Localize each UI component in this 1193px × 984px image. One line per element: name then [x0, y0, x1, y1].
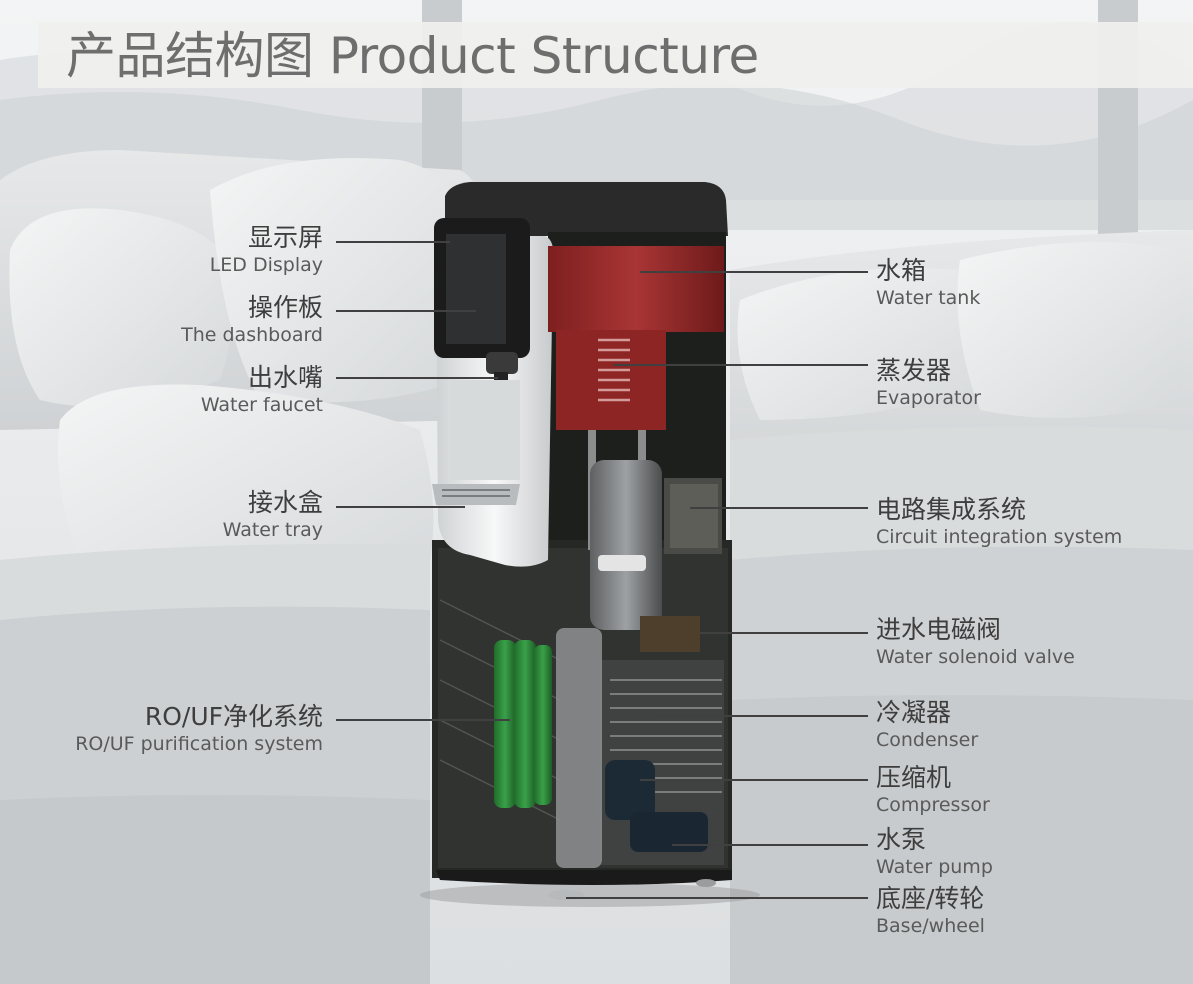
label-water-tank-zh: 水箱 — [876, 256, 927, 285]
label-led-display-zh: 显示屏 — [247, 223, 323, 252]
label-led-display: 显示屏 LED Display — [210, 223, 323, 277]
label-led-display-en: LED Display — [209, 254, 323, 276]
label-solenoid-valve-en: Water solenoid valve — [876, 646, 1075, 668]
title-chinese: 产品结构图 — [66, 27, 314, 85]
title-banner — [38, 22, 1193, 88]
label-ro-uf-system: RO/UF净化系统 RO/UF purification system — [75, 702, 323, 756]
label-water-tray-zh: 接水盒 — [247, 488, 323, 517]
label-circuit-system-zh: 电路集成系统 — [876, 495, 1027, 524]
label-dashboard: 操作板 The dashboard — [181, 293, 323, 347]
label-base-wheel: 底座/转轮 Base/wheel — [876, 884, 985, 938]
label-condenser: 冷凝器 Condenser — [876, 698, 978, 752]
title-english: Product Structure — [328, 27, 759, 85]
label-water-tank: 水箱 Water tank — [876, 256, 980, 310]
label-compressor: 压缩机 Compressor — [876, 763, 990, 817]
label-water-pump: 水泵 Water pump — [876, 825, 993, 879]
page-title: 产品结构图 Product Structure — [66, 24, 759, 88]
label-water-pump-zh: 水泵 — [876, 825, 927, 854]
label-compressor-zh: 压缩机 — [876, 763, 952, 792]
label-circuit-system: 电路集成系统 Circuit integration system — [876, 495, 1122, 549]
label-compressor-en: Compressor — [876, 794, 990, 816]
label-base-wheel-zh: 底座/转轮 — [876, 884, 985, 913]
label-water-faucet-en: Water faucet — [200, 394, 323, 416]
label-water-pump-en: Water pump — [876, 856, 993, 878]
label-solenoid-valve-zh: 进水电磁阀 — [876, 615, 1002, 644]
label-ro-uf-system-zh: RO/UF净化系统 — [144, 702, 323, 731]
label-evaporator: 蒸发器 Evaporator — [876, 356, 981, 410]
label-evaporator-en: Evaporator — [876, 387, 981, 409]
label-condenser-en: Condenser — [876, 729, 979, 751]
label-water-tray-en: Water tray — [222, 519, 323, 541]
label-evaporator-zh: 蒸发器 — [876, 356, 952, 385]
label-dashboard-zh: 操作板 — [247, 293, 323, 322]
label-water-faucet-zh: 出水嘴 — [247, 363, 323, 392]
label-base-wheel-en: Base/wheel — [876, 915, 985, 937]
label-water-tank-en: Water tank — [876, 287, 981, 309]
label-water-tray: 接水盒 Water tray — [223, 488, 323, 542]
label-circuit-system-en: Circuit integration system — [876, 526, 1123, 548]
label-solenoid-valve: 进水电磁阀 Water solenoid valve — [876, 615, 1075, 669]
label-dashboard-en: The dashboard — [181, 324, 323, 346]
label-ro-uf-system-en: RO/UF purification system — [75, 733, 323, 755]
label-condenser-zh: 冷凝器 — [876, 698, 952, 727]
label-water-faucet: 出水嘴 Water faucet — [201, 363, 323, 417]
